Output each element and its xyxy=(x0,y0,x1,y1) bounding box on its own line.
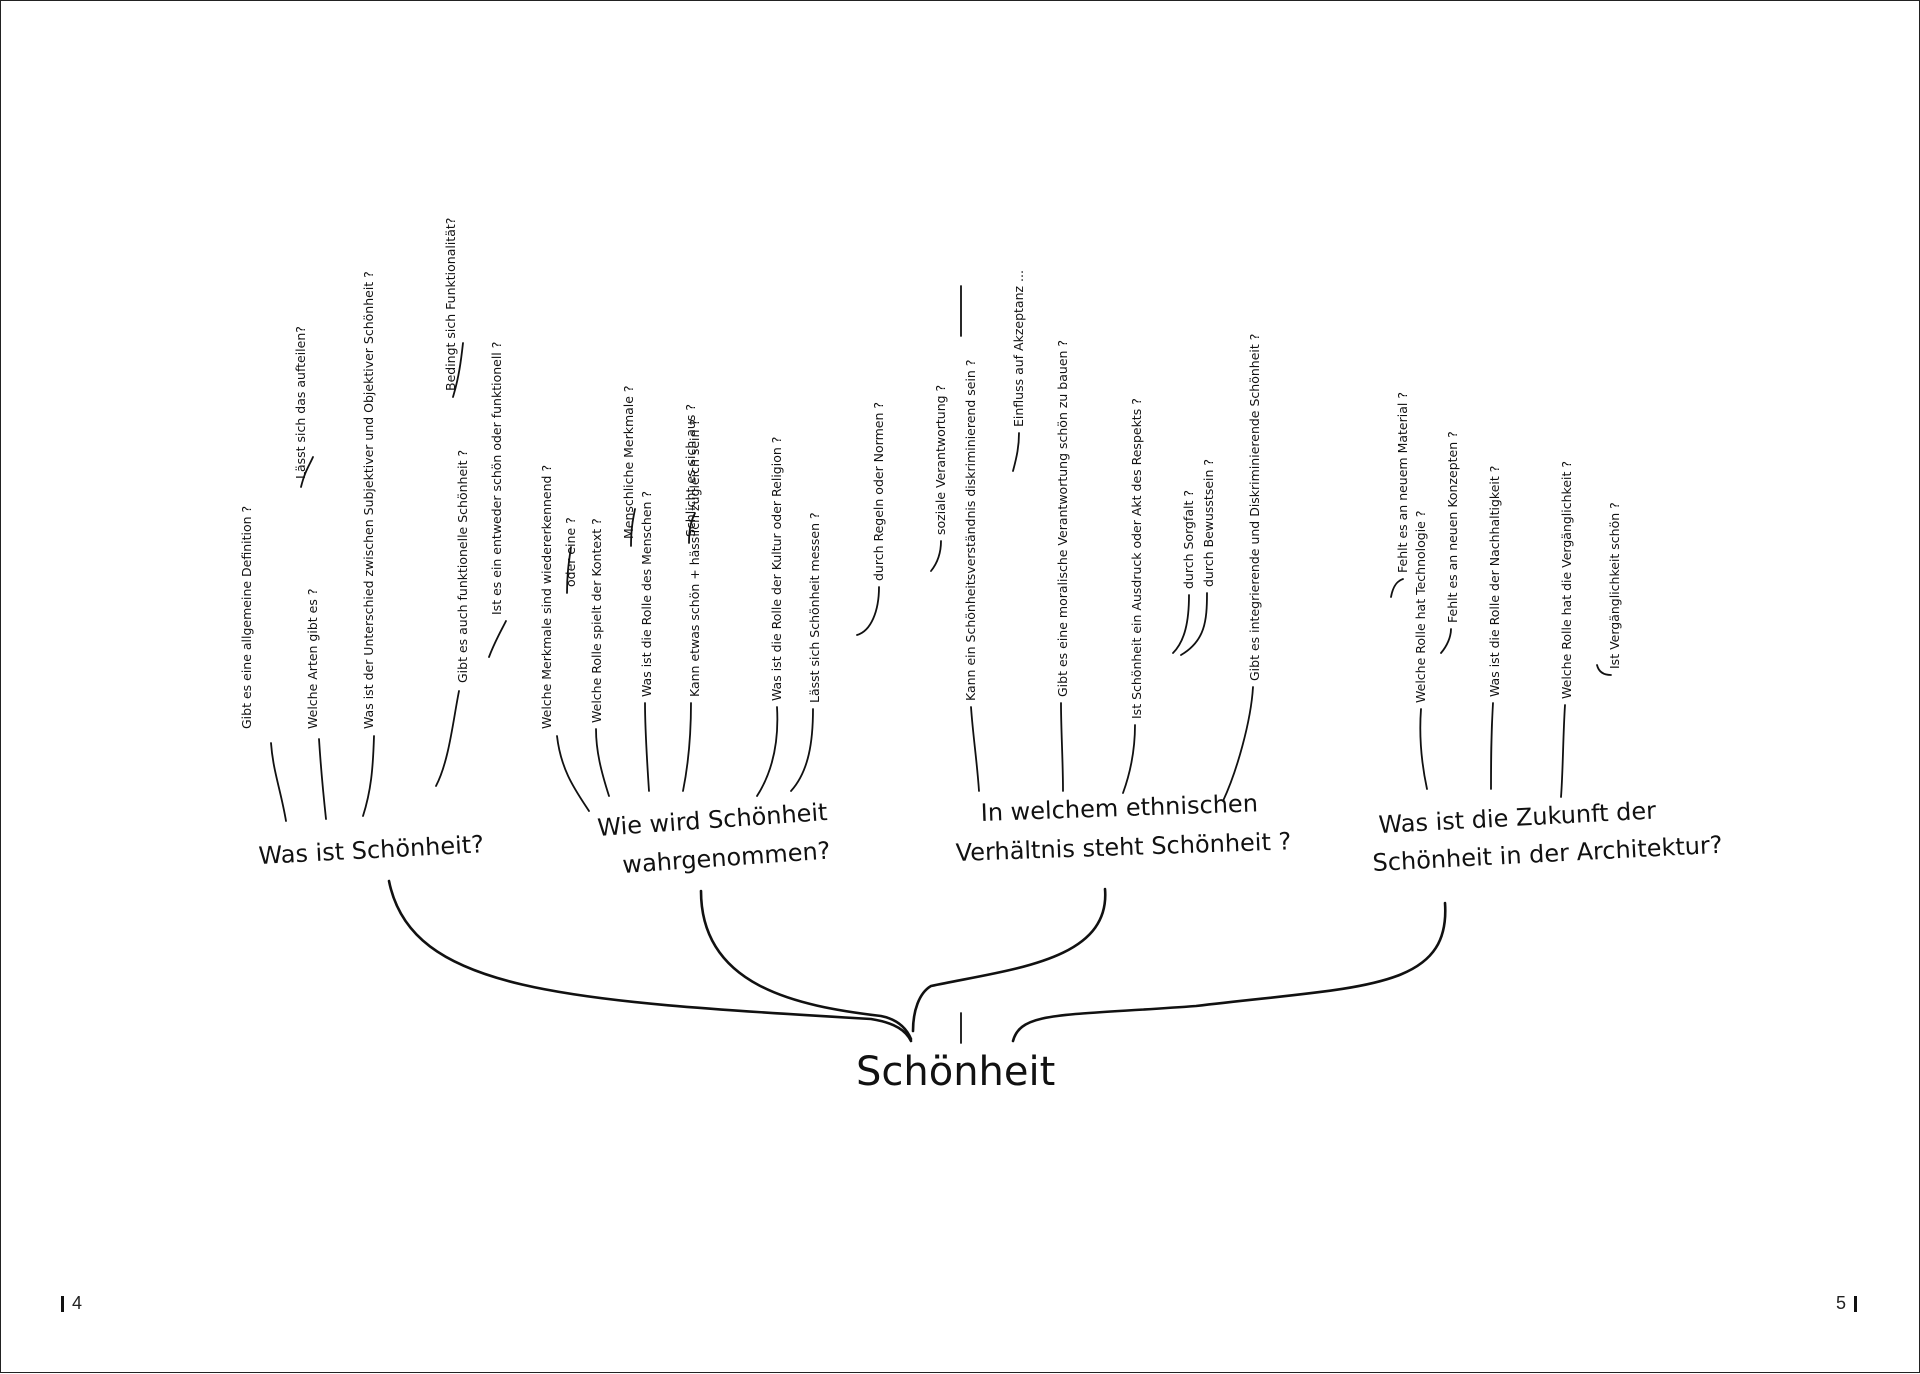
question-3-6: durch Sorgfalt ? xyxy=(1181,490,1196,589)
connector-1-1 xyxy=(270,742,287,822)
connector-2-2 xyxy=(566,546,572,594)
question-2-4: Menschliche Merkmale ? xyxy=(621,385,636,539)
folio-bar-right xyxy=(1854,1295,1858,1312)
branch-title-4-line-2: Schönheit in der Architektur? xyxy=(1372,831,1723,877)
trunk-curve-2 xyxy=(699,889,913,1041)
connector-4-6 xyxy=(1596,664,1612,676)
question-1-5: Gibt es auch funktionelle Schönheit ? xyxy=(455,450,470,683)
connector-1-4 xyxy=(362,735,375,817)
page-number-left-text: 4 xyxy=(72,1293,83,1313)
question-1-3: Lässt sich das aufteilen? xyxy=(293,326,308,479)
question-4-3: Fehlt es an neuen Konzepten ? xyxy=(1445,431,1460,623)
trunk-curve-1 xyxy=(387,879,913,1043)
question-2-2: oder eine ? xyxy=(563,517,578,587)
connector-3-2 xyxy=(970,706,980,792)
folio-bar-left xyxy=(61,1295,64,1312)
connector-2-3 xyxy=(595,728,610,797)
question-1-2: Welche Arten gibt es ? xyxy=(305,589,320,729)
question-2-3: Welche Rolle spielt der Kontext ? xyxy=(589,518,604,723)
page-number-left: 4 xyxy=(61,1293,82,1314)
question-2-6: Schlicht es sich aus ? xyxy=(683,404,698,537)
connector-3-6 xyxy=(1172,594,1190,654)
question-2-8: Was ist die Rolle der Kultur oder Religi… xyxy=(769,437,784,701)
question-2-7: Kann etwas schön + hässlich zugleich sei… xyxy=(687,419,702,697)
connector-2-10 xyxy=(856,586,880,636)
connector-2-5 xyxy=(644,702,650,792)
question-1-7: Ist es ein entweder schön oder funktione… xyxy=(489,342,504,615)
trunk-curve-4 xyxy=(1011,901,1447,1043)
connector-4-3 xyxy=(1440,628,1452,654)
connector-4-5 xyxy=(1560,704,1566,798)
connector-3-3 xyxy=(1012,432,1020,472)
connector-2-9 xyxy=(790,708,814,792)
connector-1-3 xyxy=(300,456,314,488)
connector-2-7 xyxy=(682,702,692,792)
connector-1-2 xyxy=(318,738,327,820)
connector-3-1 xyxy=(930,540,942,572)
question-3-5: Ist Schönheit ein Ausdruck oder Akt des … xyxy=(1129,398,1144,719)
question-2-9: Lässt sich Schönheit messen ? xyxy=(807,512,822,703)
connector-3-4 xyxy=(1060,702,1064,792)
connector-3-8 xyxy=(1222,686,1254,802)
connector-2-1 xyxy=(556,735,590,812)
trunk-curve-3 xyxy=(911,887,1107,1033)
question-3-8: Gibt es integrierende und Diskriminieren… xyxy=(1247,334,1262,681)
question-3-2: Kann ein Schönheitsverständnis diskrimin… xyxy=(963,360,978,701)
question-3-7: durch Bewusstsein ? xyxy=(1201,459,1216,587)
branch-title-1-line-1: Was ist Schönheit? xyxy=(258,830,485,870)
page-number-right: 5 xyxy=(1836,1293,1858,1314)
question-3-1: soziale Verantwortung ? xyxy=(933,385,948,535)
branch-title-2-line-2: wahrgenommen? xyxy=(621,837,831,879)
connector-1-6 xyxy=(452,342,464,398)
question-3-4: Gibt es eine moralische Verantwortung sc… xyxy=(1055,340,1070,697)
question-4-4: Was ist die Rolle der Nachhaltigkeit ? xyxy=(1487,466,1502,697)
question-2-1: Welche Merkmale sind wiedererkennend ? xyxy=(539,465,554,729)
question-2-10: durch Regeln oder Normen ? xyxy=(871,402,886,581)
root-label: Schönheit xyxy=(856,1049,1055,1095)
question-4-1: Fehlt es an neuem Material ? xyxy=(1395,392,1410,573)
connector-4-1 xyxy=(1390,578,1404,598)
connector-2-4 xyxy=(630,508,636,547)
connector-3-5 xyxy=(1122,724,1136,794)
connector-4-2 xyxy=(1419,708,1428,790)
connector-2-6 xyxy=(688,512,696,544)
question-4-6: Ist Vergänglichkeit schön ? xyxy=(1607,502,1622,669)
connector-4-4 xyxy=(1490,702,1494,790)
branch-title-2-line-1: Wie wird Schönheit xyxy=(596,798,828,842)
branch-title-4-line-1: Was ist die Zukunft der xyxy=(1378,796,1657,839)
question-4-5: Welche Rolle hat die Vergänglichkeit ? xyxy=(1559,461,1574,699)
branch-title-3-line-1: In welchem ethnischen xyxy=(980,789,1258,827)
connector-3-7 xyxy=(1180,592,1208,656)
connector-1-7 xyxy=(488,620,507,658)
connector-1-5 xyxy=(435,690,460,787)
question-2-5: Was ist die Rolle des Menschen ? xyxy=(639,491,654,697)
question-3-3: Einfluss auf Akzeptanz ... xyxy=(1011,270,1026,427)
connector-2-8 xyxy=(756,706,779,797)
question-1-6: Bedingt sich Funktionalität? xyxy=(443,218,458,391)
branch-title-3-line-2: Verhältnis steht Schönheit ? xyxy=(955,827,1291,867)
page-number-right-text: 5 xyxy=(1836,1293,1847,1313)
question-1-1: Gibt es eine allgemeine Definition ? xyxy=(239,506,254,729)
question-1-4a: Was ist der Unterschied zwischen Subjekt… xyxy=(361,271,376,729)
question-4-2: Welche Rolle hat Technologie ? xyxy=(1413,511,1428,703)
